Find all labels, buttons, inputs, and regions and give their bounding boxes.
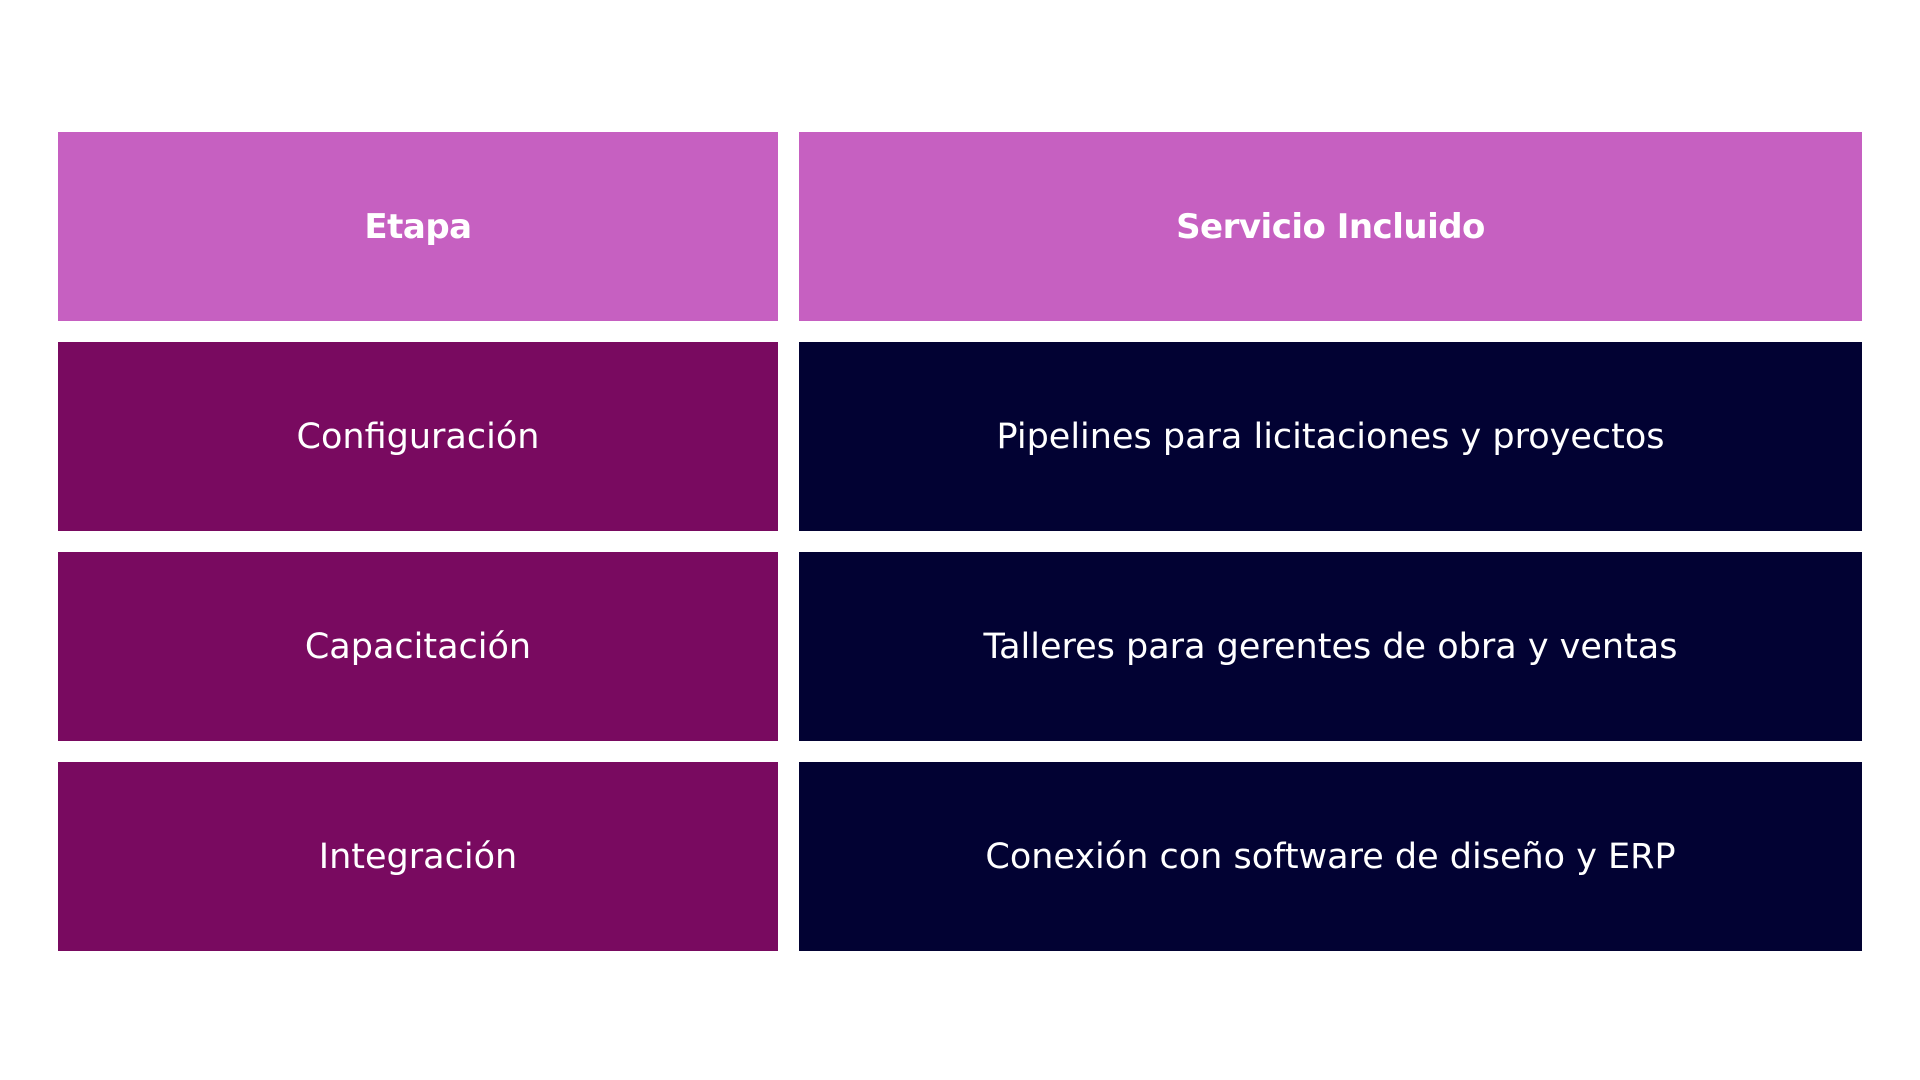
stage-cell: Configuración [58, 342, 778, 531]
table-row: Capacitación Talleres para gerentes de o… [58, 552, 1862, 741]
table-row: Integración Conexión con software de dis… [58, 762, 1862, 951]
stage-cell: Capacitación [58, 552, 778, 741]
header-servicio-incluido: Servicio Incluido [799, 132, 1862, 321]
service-cell: Conexión con software de diseño y ERP [799, 762, 1862, 951]
header-etapa: Etapa [58, 132, 778, 321]
services-table: Etapa Servicio Incluido Configuración Pi… [58, 132, 1862, 972]
service-cell: Pipelines para licitaciones y proyectos [799, 342, 1862, 531]
table-row: Configuración Pipelines para licitacione… [58, 342, 1862, 531]
service-cell: Talleres para gerentes de obra y ventas [799, 552, 1862, 741]
stage-cell: Integración [58, 762, 778, 951]
table-header-row: Etapa Servicio Incluido [58, 132, 1862, 321]
